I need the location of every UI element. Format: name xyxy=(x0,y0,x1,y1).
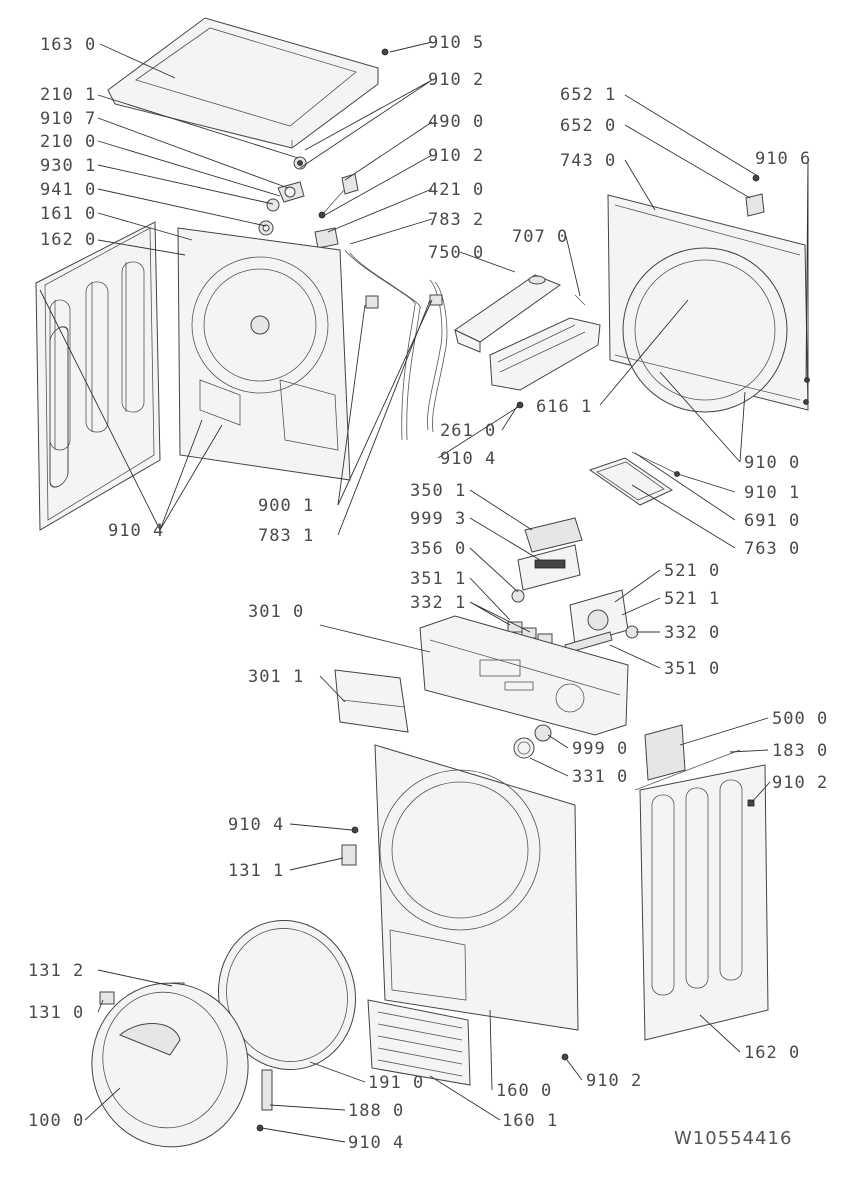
callout-750-0: 750 0 xyxy=(428,243,484,263)
callout-910-2: 910 2 xyxy=(428,146,484,166)
callout-999-0: 999 0 xyxy=(572,739,628,759)
part-lint-filter xyxy=(588,451,681,506)
callout-500-0: 500 0 xyxy=(772,709,828,729)
callout-910-4: 910 4 xyxy=(228,815,284,835)
callout-351-0: 351 0 xyxy=(664,659,720,679)
part-drain-hoses xyxy=(344,249,448,441)
callout-160-1: 160 1 xyxy=(502,1111,558,1131)
callout-521-1: 521 1 xyxy=(664,589,720,609)
callout-183-0: 183 0 xyxy=(772,741,828,761)
callout-191-0: 191 0 xyxy=(368,1073,424,1093)
callout-910-4: 910 4 xyxy=(440,449,496,469)
callout-763-0: 763 0 xyxy=(744,539,800,559)
part-front-grille xyxy=(367,999,471,1086)
callout-910-7: 910 7 xyxy=(40,109,96,129)
callout-332-1: 332 1 xyxy=(410,593,466,613)
part-control-boards xyxy=(511,517,583,603)
callout-652-0: 652 0 xyxy=(560,116,616,136)
callout-301-1: 301 1 xyxy=(248,667,304,687)
part-right-side-panel xyxy=(634,724,769,1041)
callout-161-0: 161 0 xyxy=(40,204,96,224)
callout-930-1: 930 1 xyxy=(40,156,96,176)
callout-356-0: 356 0 xyxy=(410,539,466,559)
callout-910-0: 910 0 xyxy=(744,453,800,473)
callout-188-0: 188 0 xyxy=(348,1101,404,1121)
callout-783-2: 783 2 xyxy=(428,210,484,230)
callout-131-1: 131 1 xyxy=(228,861,284,881)
callout-210-0: 210 0 xyxy=(40,132,96,152)
callout-910-1: 910 1 xyxy=(744,483,800,503)
part-condenser-duct xyxy=(454,274,601,409)
callout-332-0: 332 0 xyxy=(664,623,720,643)
callout-910-6: 910 6 xyxy=(755,149,811,169)
callout-783-1: 783 1 xyxy=(258,526,314,546)
callout-131-2: 131 2 xyxy=(28,961,84,981)
part-drawer xyxy=(334,669,409,733)
part-front-panel xyxy=(374,744,579,1031)
callout-162-0: 162 0 xyxy=(40,230,96,250)
part-front-frame xyxy=(607,174,810,413)
callout-910-2: 910 2 xyxy=(586,1071,642,1091)
callout-163-0: 163 0 xyxy=(40,35,96,55)
callout-910-4: 910 4 xyxy=(348,1133,404,1153)
callout-421-0: 421 0 xyxy=(428,180,484,200)
callout-910-5: 910 5 xyxy=(428,33,484,53)
callout-910-2: 910 2 xyxy=(428,70,484,90)
part-door xyxy=(91,919,356,1148)
callout-900-1: 900 1 xyxy=(258,496,314,516)
callout-616-1: 616 1 xyxy=(536,397,592,417)
callout-999-3: 999 3 xyxy=(410,509,466,529)
callout-521-0: 521 0 xyxy=(664,561,720,581)
callout-labels: 163 0 910 5 210 1 910 2 910 7 490 0 210 … xyxy=(28,33,828,1153)
callout-301-0: 301 0 xyxy=(248,602,304,622)
callout-162-0: 162 0 xyxy=(744,1043,800,1063)
callout-261-0: 261 0 xyxy=(440,421,496,441)
part-buttons-and-selector xyxy=(507,589,639,654)
callout-331-0: 331 0 xyxy=(572,767,628,787)
part-top-cover xyxy=(107,17,379,149)
part-left-side-panel xyxy=(35,221,161,531)
callout-910-2: 910 2 xyxy=(772,773,828,793)
callout-490-0: 490 0 xyxy=(428,112,484,132)
leader-lines xyxy=(39,41,809,1143)
callout-707-0: 707 0 xyxy=(512,227,568,247)
part-rear-panel xyxy=(177,227,351,481)
callout-351-1: 351 1 xyxy=(410,569,466,589)
callout-210-1: 210 1 xyxy=(40,85,96,105)
part-sensor-valve xyxy=(314,173,359,249)
part-control-fascia xyxy=(419,615,629,736)
callout-691-0: 691 0 xyxy=(744,511,800,531)
part-knob xyxy=(513,724,552,759)
callout-350-1: 350 1 xyxy=(410,481,466,501)
callout-100-0: 100 0 xyxy=(28,1111,84,1131)
document-id: W10554416 xyxy=(674,1128,792,1149)
callout-652-1: 652 1 xyxy=(560,85,616,105)
callout-160-0: 160 0 xyxy=(496,1081,552,1101)
callout-910-4: 910 4 xyxy=(108,521,164,541)
callout-131-0: 131 0 xyxy=(28,1003,84,1023)
callout-941-0: 941 0 xyxy=(40,180,96,200)
callout-743-0: 743 0 xyxy=(560,151,616,171)
